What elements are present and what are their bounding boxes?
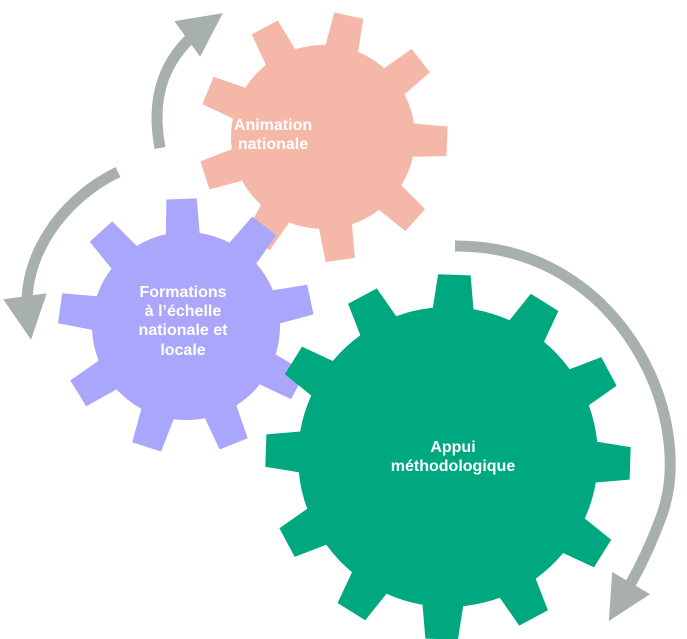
gear-label-formations: Formations à l’échelle nationale et loca… [108,283,258,360]
arrow-left-curve [3,167,121,340]
gear-label-line: locale [160,341,206,359]
gear-formations [58,198,314,452]
gear-appui [265,274,631,639]
cycle-arrows [3,13,676,621]
gear-label-appui-methodologique: Appui méthodologique [358,438,548,476]
gear-label-line: nationale [237,136,309,154]
gear-label-line: Appui [430,439,476,456]
gear-label-line: Animation [233,117,313,134]
gear-animation [200,12,448,262]
gears-group [58,12,631,639]
gear-label-line: Formations [139,284,227,301]
gear-label-animation-nationale: Animation nationale [218,116,328,154]
gear-label-line: méthodologique [390,458,516,476]
arrow-top-curve [151,13,223,150]
gear-label-line: nationale et [138,322,228,340]
gear-label-line: à l’échelle [144,303,222,321]
arrow-right-curve [454,240,676,621]
